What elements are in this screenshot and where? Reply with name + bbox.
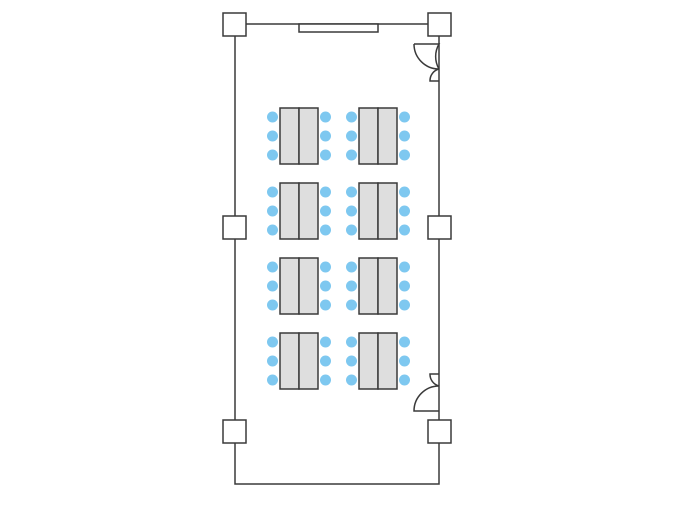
chair [320, 186, 331, 198]
chair [346, 261, 357, 273]
chair [320, 149, 331, 161]
door-upper [413, 43, 441, 82]
chair [320, 374, 331, 386]
chair [267, 374, 278, 386]
chair [346, 224, 357, 236]
table-group [346, 332, 410, 390]
chair [346, 336, 357, 348]
chair [267, 186, 278, 198]
chair [320, 336, 331, 348]
pillar-middle-left [222, 215, 247, 240]
chair [346, 374, 357, 386]
chair [320, 280, 331, 292]
chair [320, 130, 331, 142]
chair [399, 130, 410, 142]
chair [320, 355, 331, 367]
chair [346, 355, 357, 367]
chair [267, 261, 278, 273]
chair [320, 224, 331, 236]
chair [346, 149, 357, 161]
chair [399, 299, 410, 311]
table-group [267, 182, 331, 240]
chair [399, 149, 410, 161]
chair [267, 355, 278, 367]
chair [267, 111, 278, 123]
chair [320, 299, 331, 311]
chair [399, 224, 410, 236]
table-group [346, 107, 410, 165]
table [279, 182, 300, 240]
window [298, 23, 379, 33]
table [358, 107, 379, 165]
pillar-bottom-left [222, 419, 247, 444]
table-group [267, 107, 331, 165]
pillar-middle-right [427, 215, 452, 240]
table [279, 107, 300, 165]
chair [320, 205, 331, 217]
chair [399, 374, 410, 386]
chair [267, 205, 278, 217]
chair [320, 261, 331, 273]
chair [267, 130, 278, 142]
room-walls [234, 23, 440, 485]
chair [399, 186, 410, 198]
table [279, 332, 300, 390]
table [298, 332, 319, 390]
chair [346, 280, 357, 292]
chair [399, 280, 410, 292]
pillar-top-right [427, 12, 452, 37]
pillar-top-left [222, 12, 247, 37]
chair [399, 355, 410, 367]
table [298, 107, 319, 165]
table [377, 257, 398, 315]
table [358, 182, 379, 240]
table [377, 182, 398, 240]
chair [267, 224, 278, 236]
chair [399, 111, 410, 123]
chair [399, 205, 410, 217]
table [279, 257, 300, 315]
chair [267, 280, 278, 292]
door-lower [413, 373, 441, 412]
chair [346, 111, 357, 123]
chair [267, 299, 278, 311]
table-group [267, 332, 331, 390]
chair [399, 336, 410, 348]
table [377, 332, 398, 390]
table [358, 332, 379, 390]
chair [346, 186, 357, 198]
table-group [267, 257, 331, 315]
table-group [346, 182, 410, 240]
table [358, 257, 379, 315]
table [298, 182, 319, 240]
chair [346, 299, 357, 311]
table-group [346, 257, 410, 315]
pillar-bottom-right [427, 419, 452, 444]
table [377, 107, 398, 165]
chair [320, 111, 331, 123]
chair [346, 205, 357, 217]
chair [267, 336, 278, 348]
table [298, 257, 319, 315]
chair [346, 130, 357, 142]
chair [267, 149, 278, 161]
chair [399, 261, 410, 273]
table-groups [267, 107, 410, 390]
